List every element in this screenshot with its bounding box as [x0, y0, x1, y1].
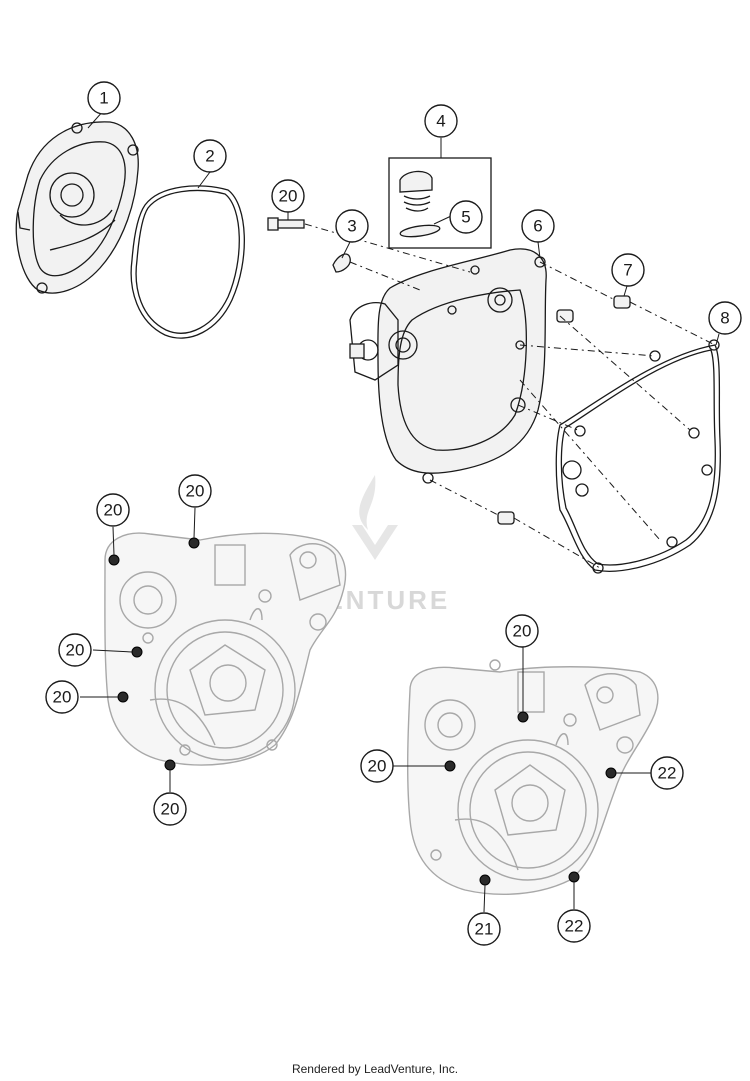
- part-8-cover-gasket[interactable]: [555, 339, 721, 574]
- svg-text:22: 22: [565, 917, 584, 936]
- leader-lines: [80, 109, 720, 913]
- callout-1: 1: [87, 81, 121, 115]
- callout-6: 6: [521, 209, 555, 243]
- svg-text:6: 6: [533, 217, 542, 236]
- svg-text:20: 20: [53, 688, 72, 707]
- alignment-lines: [304, 223, 716, 569]
- svg-text:2: 2: [205, 147, 214, 166]
- svg-text:3: 3: [347, 217, 356, 236]
- svg-text:5: 5: [461, 208, 470, 227]
- svg-text:1: 1: [99, 89, 108, 108]
- svg-text:8: 8: [720, 309, 729, 328]
- svg-text:20: 20: [368, 757, 387, 776]
- callout-20-left-a: 20: [96, 493, 130, 527]
- callout-20-left-d: 20: [45, 680, 79, 714]
- svg-text:22: 22: [658, 764, 677, 783]
- dowel-pins[interactable]: [497, 295, 631, 525]
- svg-text:20: 20: [104, 501, 123, 520]
- callout-22-a: 22: [650, 756, 684, 790]
- part-5-o-ring[interactable]: [399, 223, 441, 238]
- callout-8: 8: [708, 301, 742, 335]
- callout-3: 3: [335, 209, 369, 243]
- callout-20-top: 20: [271, 179, 305, 213]
- part-6-clutch-cover[interactable]: [349, 248, 547, 484]
- callout-21: 21: [467, 912, 501, 946]
- callout-20-right-a: 20: [505, 614, 539, 648]
- svg-text:21: 21: [475, 920, 494, 939]
- svg-text:20: 20: [186, 482, 205, 501]
- callout-7: 7: [611, 253, 645, 287]
- part-3-clip[interactable]: [332, 253, 351, 273]
- callout-4: 4: [424, 104, 458, 138]
- svg-text:20: 20: [513, 622, 532, 641]
- engine-view-right: [406, 659, 659, 896]
- footer-credit: Rendered by LeadVenture, Inc.: [291, 1062, 459, 1076]
- callout-20-right-b: 20: [360, 749, 394, 783]
- callout-20-left-b: 20: [178, 474, 212, 508]
- svg-text:20: 20: [66, 641, 85, 660]
- callout-20-left-e: 20: [153, 792, 187, 826]
- callout-20-left-c: 20: [58, 633, 92, 667]
- engine-view-left: [104, 532, 347, 771]
- svg-text:4: 4: [436, 112, 445, 131]
- callout-5: 5: [449, 200, 483, 234]
- part-1-ignition-cover[interactable]: [15, 121, 139, 294]
- part-4-oil-plug-box[interactable]: [388, 157, 492, 249]
- callout-2: 2: [193, 139, 227, 173]
- svg-text:7: 7: [623, 261, 632, 280]
- callout-22-b: 22: [557, 909, 591, 943]
- svg-text:20: 20: [161, 800, 180, 819]
- part-2-gasket[interactable]: [130, 185, 245, 339]
- bolt-20-top[interactable]: [267, 217, 305, 231]
- svg-text:20: 20: [279, 187, 298, 206]
